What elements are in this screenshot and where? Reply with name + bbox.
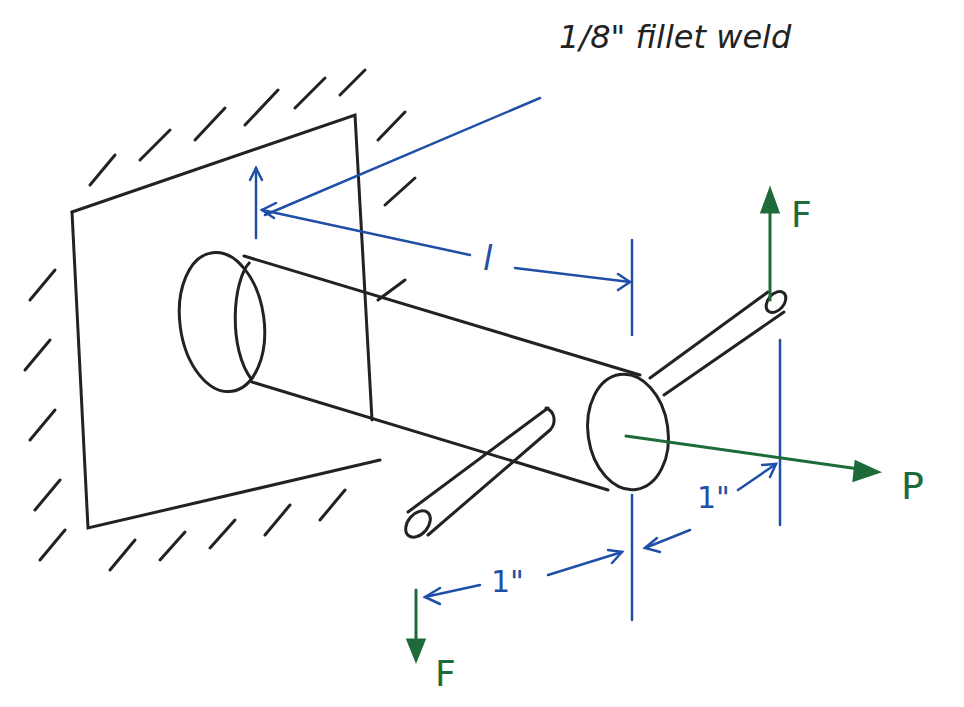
force-arrows — [408, 190, 878, 660]
shaft — [244, 256, 676, 495]
force-label: F — [788, 196, 815, 234]
fillet-weld — [171, 247, 274, 397]
wall-plate — [72, 115, 380, 528]
cross-pin — [401, 288, 790, 542]
wall-hatching — [25, 70, 415, 570]
dimension-text: 1" — [694, 482, 733, 514]
force-label: P — [898, 466, 927, 506]
length-dimension: l — [480, 240, 495, 276]
weld-note: 1/8" fillet weld — [556, 20, 794, 54]
dimension-text: 1" — [488, 566, 527, 598]
force-label: F — [432, 655, 459, 693]
dimension-lines — [250, 98, 780, 620]
